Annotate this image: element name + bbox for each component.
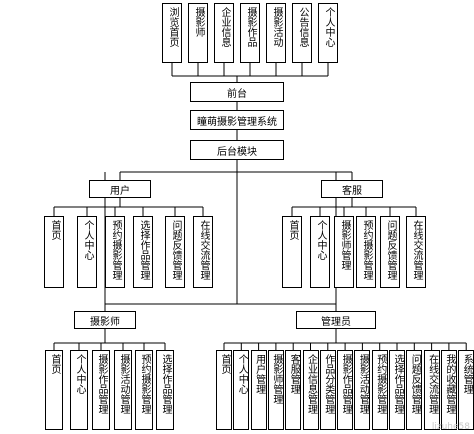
top-module-box: 摄影活动 xyxy=(266,3,286,63)
service-role-box: 客服 xyxy=(321,180,383,198)
photographer-role-box: 摄影师 xyxy=(74,311,136,329)
user-role-box: 用户 xyxy=(89,180,151,198)
service-item-box: 个人中心 xyxy=(310,216,330,288)
user-item-box: 选择作品管理 xyxy=(133,216,153,288)
user-item-box: 在线交流管理 xyxy=(193,216,213,288)
frontend-box: 前台 xyxy=(190,82,284,102)
top-module-box: 公告信息 xyxy=(292,3,312,63)
admin-item-box: 个人中心 xyxy=(233,350,250,430)
photographer-item-box: 摄影作品管理 xyxy=(92,350,110,430)
system-title-box: 瞳萌摄影管理系统 xyxy=(190,110,284,130)
service-item-box: 问题反馈管理 xyxy=(380,216,400,288)
admin-item-box: 摄影作品管理 xyxy=(337,350,354,430)
admin-item-box: 摄影活动管理 xyxy=(354,350,371,430)
user-item-box: 首页 xyxy=(44,216,64,288)
admin-item-box: 客服管理 xyxy=(285,350,302,430)
service-item-box: 首页 xyxy=(282,216,302,288)
backend-box: 后台模块 xyxy=(190,140,284,160)
photographer-item-box: 预约摄影管理 xyxy=(135,350,153,430)
top-module-box: 个人中心 xyxy=(318,3,338,63)
service-item-box: 在线交流管理 xyxy=(406,216,426,288)
admin-item-box: 作品分类管理 xyxy=(319,350,336,430)
user-item-box: 个人中心 xyxy=(77,216,97,288)
admin-role-box: 管理员 xyxy=(296,311,376,329)
admin-item-box: 预约摄影管理 xyxy=(371,350,388,430)
top-module-box: 摄影师 xyxy=(188,3,208,63)
photographer-item-box: 首页 xyxy=(45,350,63,430)
admin-item-box: 系统管理 xyxy=(458,350,474,430)
user-item-box: 预约摄影管理 xyxy=(105,216,125,288)
photographer-item-box: 个人中心 xyxy=(70,350,88,430)
photographer-item-box: 摄影活动管理 xyxy=(114,350,132,430)
service-item-box: 预约摄影管理 xyxy=(356,216,376,288)
admin-item-box: 企业信息管理 xyxy=(302,350,319,430)
admin-item-box: 我的收藏管理 xyxy=(440,350,457,430)
service-item-box: 摄影师管理 xyxy=(334,216,354,288)
admin-item-box: 问题反馈管理 xyxy=(406,350,423,430)
watermark: lizuhe58 xyxy=(431,422,470,432)
admin-item-box: 摄影师管理 xyxy=(267,350,284,430)
admin-item-box: 选择作品管理 xyxy=(389,350,405,430)
top-module-box: 浏览首页 xyxy=(162,3,182,63)
top-module-box: 企业信息 xyxy=(214,3,234,63)
admin-item-box: 首页 xyxy=(216,350,232,430)
top-module-box: 摄影作品 xyxy=(240,3,260,63)
admin-item-box: 用户管理 xyxy=(250,350,267,430)
user-item-box: 问题反馈管理 xyxy=(165,216,185,288)
photographer-item-box: 选择作品管理 xyxy=(156,350,174,430)
admin-item-box: 在线交流管理 xyxy=(423,350,440,430)
